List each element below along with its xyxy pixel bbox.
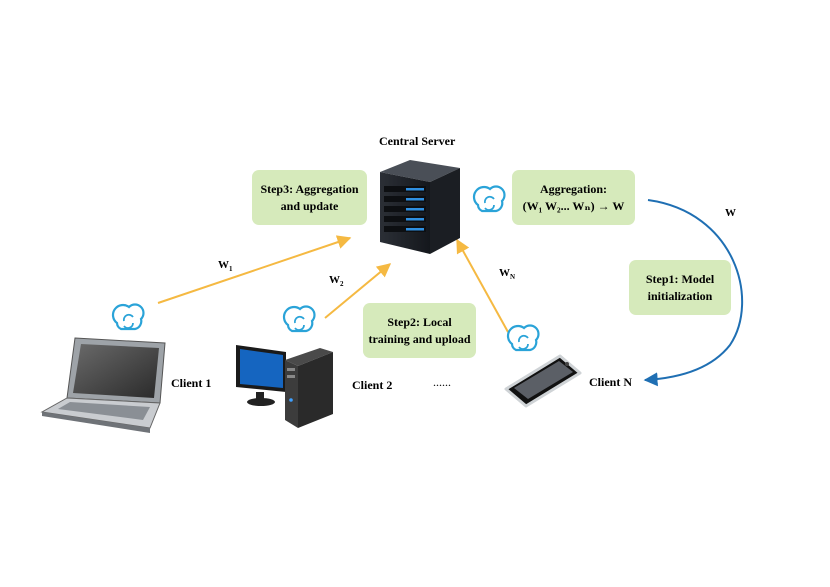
sync-cloud-icon (472, 185, 506, 213)
sync-cloud-icon (111, 303, 145, 331)
aggregation-formula: (W₁ W₂... Wₙ) → W (522, 198, 625, 213)
client-n-label: Client N (589, 375, 632, 389)
sync-cloud-icon (506, 324, 540, 352)
step2-line2: training and upload (368, 331, 471, 346)
step1-box: Step1: Model initialization (629, 260, 731, 315)
client-1-label: Client 1 (171, 376, 212, 390)
step3-line1: Step3: Aggregation (260, 181, 359, 196)
client-2-label: Client 2 (352, 378, 393, 392)
step3-box: Step3: Aggregation and update (252, 170, 367, 225)
aggregation-line1: Aggregation: (539, 181, 608, 196)
laptop-icon (40, 337, 166, 433)
step1-line2: initialization (647, 288, 713, 303)
upload-arrow-client2 (324, 263, 392, 319)
step1-line1: Step1: Model (645, 271, 715, 286)
step2-box: Step2: Local training and upload (363, 303, 476, 358)
step2-line1: Step2: Local (387, 314, 452, 329)
aggregation-box: Aggregation: (W₁ W₂... Wₙ) → W (512, 170, 635, 225)
desktop-computer-icon (236, 345, 333, 428)
server-tower-icon (380, 160, 460, 254)
smartphone-icon (504, 354, 582, 408)
broadcast-arrow (643, 199, 744, 387)
upload-arrow-client1 (157, 235, 352, 304)
weight-wn-label: WN (499, 267, 516, 282)
step3-line2: and update (280, 198, 339, 213)
weight-w1-label: W1 (218, 259, 233, 274)
ellipsis: ...... (433, 375, 451, 389)
weight-w-label: W (725, 207, 736, 219)
upload-arrow-clientn (456, 238, 509, 333)
weight-w2-label: W2 (329, 274, 344, 289)
sync-cloud-icon (282, 305, 316, 333)
server-label: Central Server (379, 134, 456, 148)
